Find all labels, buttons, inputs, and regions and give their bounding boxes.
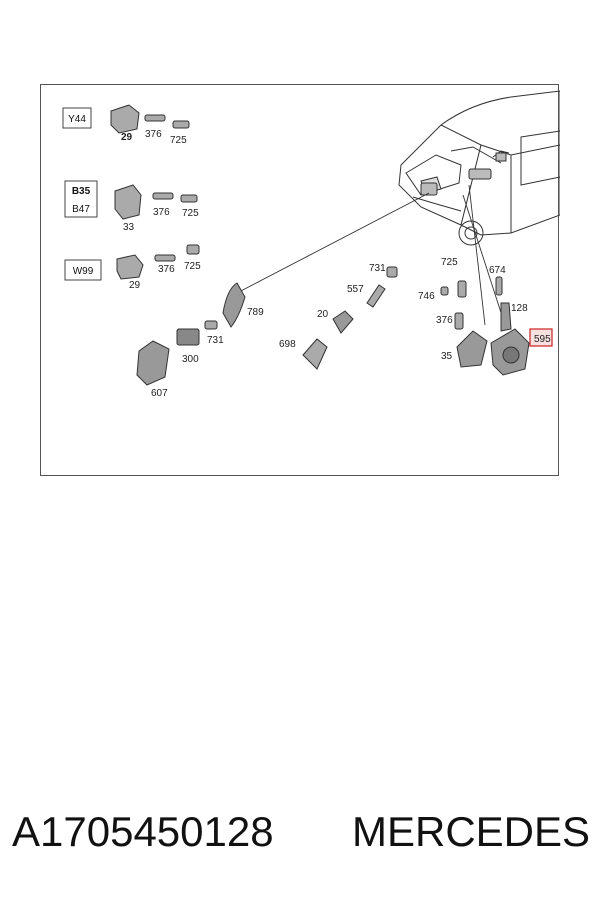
label-row2-376: 376 bbox=[153, 207, 170, 218]
label-746: 746 bbox=[418, 291, 435, 302]
part-725-shape bbox=[457, 280, 467, 298]
label-20: 20 bbox=[317, 309, 329, 320]
connector-box-y44: Y44 bbox=[62, 107, 92, 129]
part-607-shape bbox=[136, 340, 170, 386]
row2-parts bbox=[114, 184, 198, 220]
van-component-cluster bbox=[420, 152, 507, 196]
label-row3-376: 376 bbox=[158, 264, 175, 275]
part-746-shape bbox=[440, 286, 449, 296]
van-illustration bbox=[398, 90, 560, 246]
label-698: 698 bbox=[279, 339, 296, 350]
part-595-shape bbox=[490, 328, 530, 376]
diagram-frame: Y44 B35 B47 W99 29 376 725 33 376 725 29… bbox=[40, 84, 560, 476]
label-row1-376: 376 bbox=[145, 129, 162, 140]
label-557: 557 bbox=[347, 284, 364, 295]
part-595-highlight: 595 bbox=[529, 328, 553, 347]
part-731a-shape bbox=[204, 320, 218, 330]
row1-parts bbox=[110, 104, 190, 134]
part-20-shape bbox=[332, 310, 354, 334]
connector-label-w99: W99 bbox=[73, 266, 94, 277]
brand-name: MERCEDES bbox=[352, 808, 591, 855]
label-row1-29: 29 bbox=[121, 132, 133, 143]
label-300: 300 bbox=[182, 354, 199, 365]
part-731b-shape bbox=[386, 266, 398, 278]
label-595: 595 bbox=[534, 334, 551, 345]
row3-parts bbox=[116, 244, 200, 280]
label-row1-725: 725 bbox=[170, 135, 187, 146]
label-607: 607 bbox=[151, 388, 168, 399]
label-35: 35 bbox=[441, 351, 453, 362]
label-789: 789 bbox=[247, 307, 264, 318]
part-128-shape bbox=[500, 302, 512, 332]
part-674-shape bbox=[495, 276, 503, 296]
part-789-shape bbox=[222, 282, 246, 328]
part-300-shape bbox=[176, 328, 200, 346]
connector-box-w99: W99 bbox=[64, 259, 102, 281]
label-725: 725 bbox=[441, 257, 458, 268]
label-731b: 731 bbox=[369, 263, 386, 274]
label-731a: 731 bbox=[207, 335, 224, 346]
connector-box-b35: B35 B47 bbox=[64, 180, 98, 218]
part-698-shape bbox=[302, 338, 328, 370]
label-row2-33: 33 bbox=[123, 222, 135, 233]
connector-label-b47: B47 bbox=[72, 204, 90, 215]
label-row3-725: 725 bbox=[184, 261, 201, 272]
label-128: 128 bbox=[511, 303, 528, 314]
footer: A1705450128 MERCEDES bbox=[0, 800, 600, 870]
connector-label-b35: B35 bbox=[72, 186, 91, 197]
label-row2-725: 725 bbox=[182, 208, 199, 219]
part-number: A1705450128 bbox=[12, 808, 274, 855]
part-376-shape bbox=[454, 312, 464, 330]
part-557-shape bbox=[366, 284, 386, 308]
parts-diagram: Y44 B35 B47 W99 29 376 725 33 376 725 29… bbox=[62, 90, 560, 399]
label-376: 376 bbox=[436, 315, 453, 326]
part-35-shape bbox=[456, 330, 488, 368]
label-row3-29: 29 bbox=[129, 280, 141, 291]
leader-lines bbox=[236, 184, 506, 326]
connector-label-y44: Y44 bbox=[68, 114, 86, 125]
label-674: 674 bbox=[489, 265, 506, 276]
